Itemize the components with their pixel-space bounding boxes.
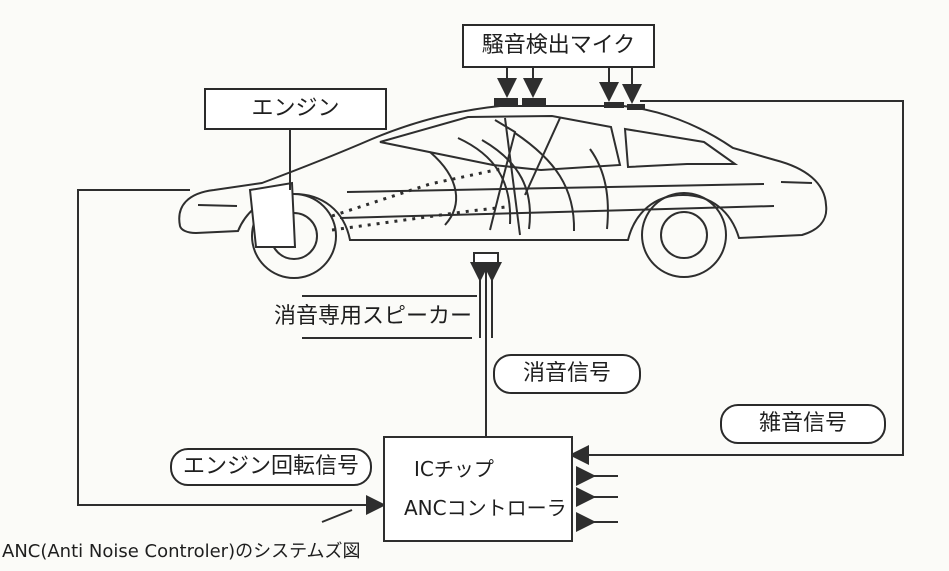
cancel-signal-label: 消音信号 <box>493 354 641 394</box>
anc-controller-label: ANCコントローラ <box>404 496 567 520</box>
speaker-label-lines <box>302 295 477 339</box>
speaker-label: 消音専用スピーカー <box>274 304 473 329</box>
microphone-array <box>494 98 645 110</box>
engine-unit <box>248 181 297 248</box>
diagram-caption: ANC(Anti Noise Controler)のシステムズ図 <box>2 541 361 562</box>
noise-paths <box>331 167 507 232</box>
engine-rotation-signal-label: エンジン回転信号 <box>170 448 372 486</box>
engine-label: エンジン <box>204 88 387 130</box>
ic-chip-label: ICチップ <box>414 457 494 481</box>
anc-controller-box <box>383 436 573 542</box>
speaker-unit <box>473 252 499 268</box>
noise-signal-label: 雑音信号 <box>720 404 886 444</box>
car-illustration <box>178 105 828 279</box>
microphones-label: 騒音検出マイク <box>462 24 655 68</box>
